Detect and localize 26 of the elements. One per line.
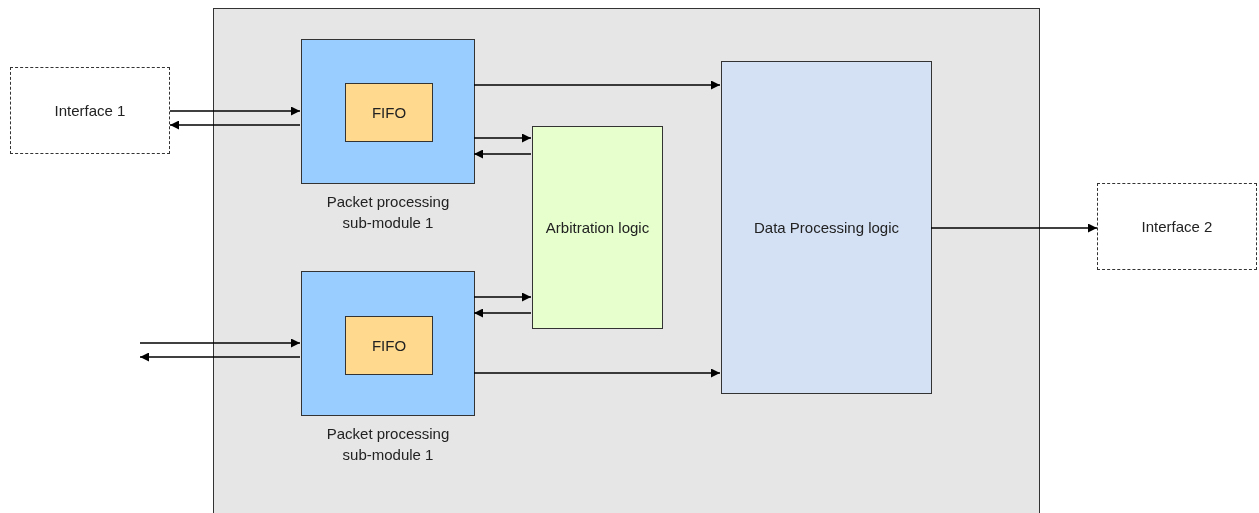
fifo-label: FIFO (371, 103, 407, 123)
arrow (473, 133, 532, 143)
fifo-label: FIFO (371, 336, 407, 356)
arrow (139, 338, 301, 348)
module-caption: Packet processing sub-module 1 (325, 424, 451, 465)
interface-box (1097, 183, 1257, 270)
arrow (473, 308, 532, 318)
logic-block (721, 61, 932, 394)
module-container (213, 8, 1040, 513)
block-label: Arbitration logic (545, 218, 650, 238)
arrow (473, 292, 532, 302)
interface-label: Interface 2 (1141, 217, 1213, 237)
block-label: Data Processing logic (753, 218, 900, 238)
arrow (139, 352, 301, 362)
arrow (473, 80, 721, 90)
arrow (473, 149, 532, 159)
fifo-box (345, 83, 433, 142)
logic-block (532, 126, 663, 329)
arrow (473, 368, 721, 378)
arrow (930, 223, 1098, 233)
arrow (169, 106, 301, 116)
arrow (169, 120, 301, 130)
fifo-box (345, 316, 433, 375)
interface-box (10, 67, 170, 154)
module-caption: Packet processing sub-module 1 (325, 192, 451, 233)
interface-label: Interface 1 (54, 101, 126, 121)
